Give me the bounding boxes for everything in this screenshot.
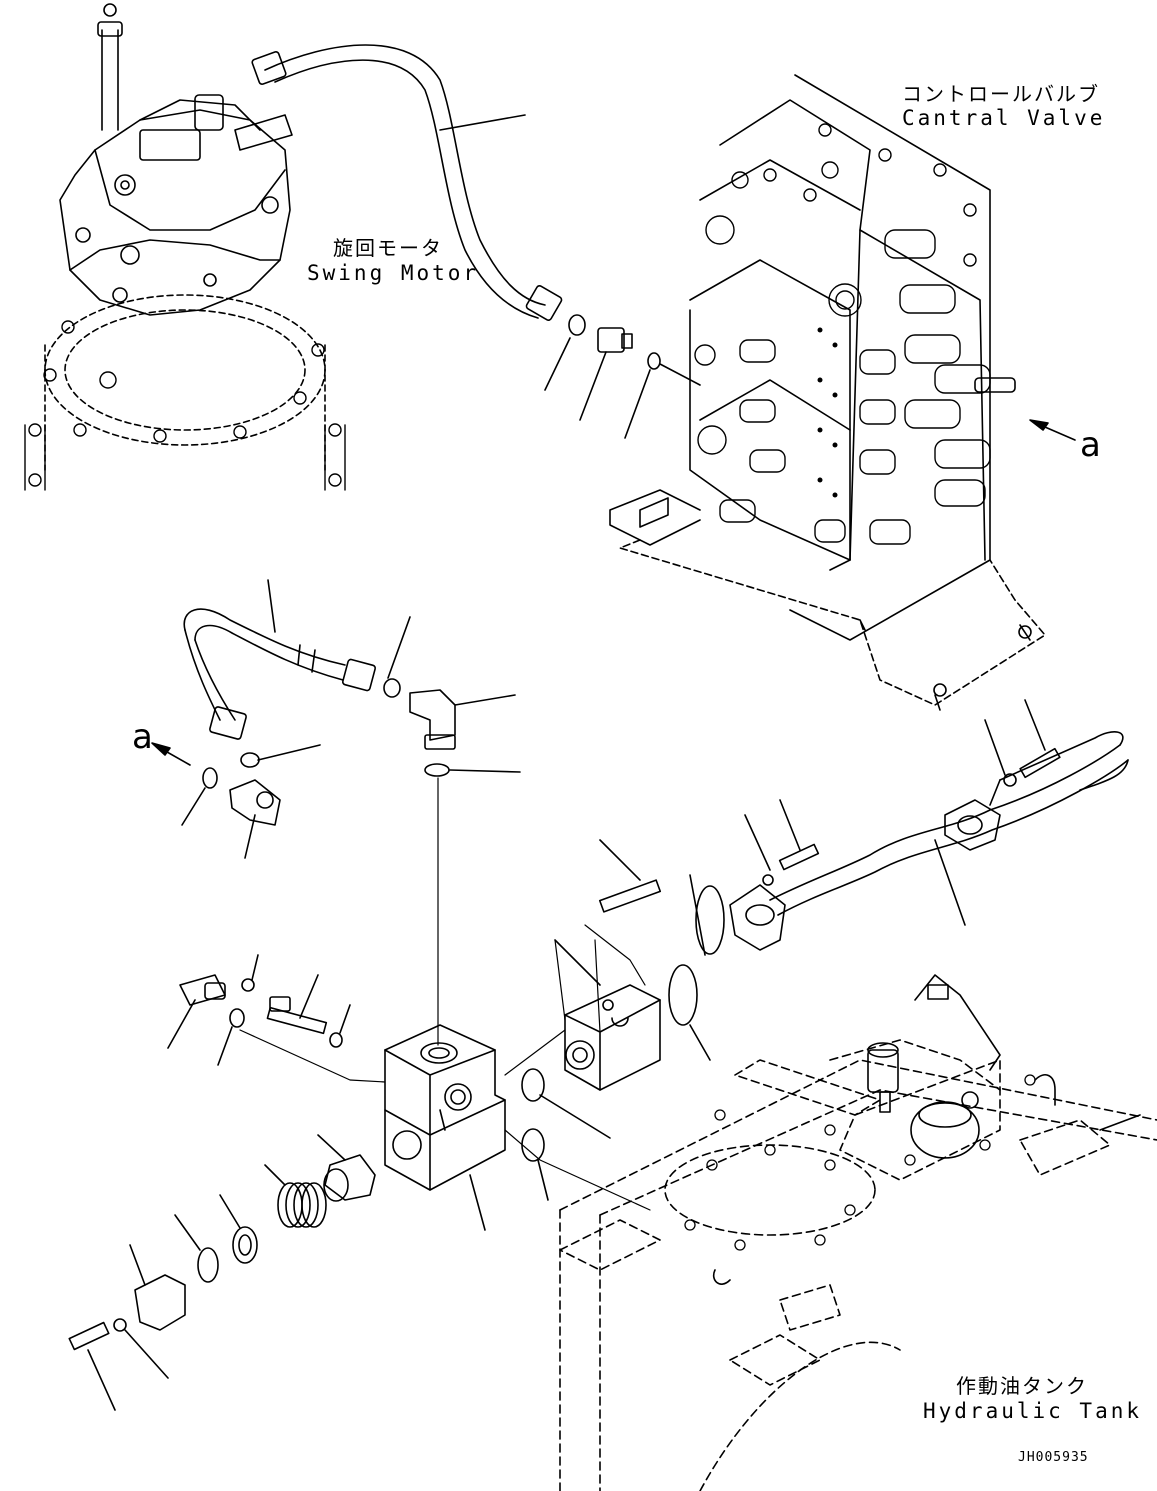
control-valve-label-en: Cantral Valve	[902, 106, 1106, 130]
hydraulic-tank-label-en: Hydraulic Tank	[923, 1399, 1143, 1423]
tank-details	[684, 974, 1141, 1285]
valve-block	[384, 1024, 651, 1231]
control-valve	[609, 74, 1046, 711]
hydraulic-tank-label-jp: 作動油タンク	[956, 1374, 1088, 1398]
hydraulic-tank	[559, 1039, 1157, 1491]
swing-motor	[24, 3, 346, 491]
block-orings	[521, 1068, 611, 1201]
left-fittings	[167, 954, 386, 1083]
adapter-block	[554, 839, 662, 1091]
valve-fittings	[544, 314, 701, 439]
view-ref-right: a	[1080, 425, 1101, 465]
exploded-parts	[68, 1134, 376, 1411]
arrow-left	[151, 742, 191, 766]
swing-motor-label-jp: 旋回モータ	[333, 236, 443, 260]
control-valve-label-jp: コントロールバルブ	[902, 82, 1100, 106]
view-ref-left: a	[132, 717, 153, 757]
arrow-right	[1029, 419, 1076, 441]
tank-hose	[668, 699, 1129, 1061]
swing-motor-hose	[251, 44, 563, 321]
swing-motor-label-en: Swing Motor	[307, 261, 480, 285]
drawing-code: JH005935	[1018, 1450, 1089, 1465]
return-hose	[181, 579, 521, 1046]
